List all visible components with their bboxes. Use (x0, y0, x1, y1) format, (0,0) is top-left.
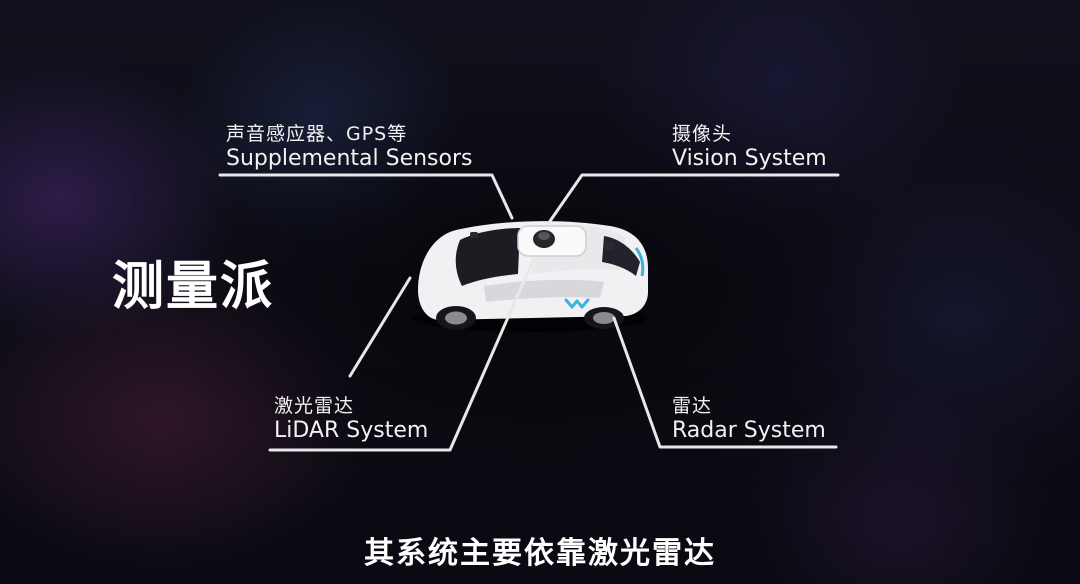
lidar-system-label: 激光雷达 LiDAR System (274, 395, 429, 443)
lidar-secondary-line (348, 276, 412, 378)
vision-system-en: Vision System (672, 145, 827, 171)
radar-leader-line (612, 316, 838, 449)
supplemental-sensors-zh: 声音感应器、GPS等 (226, 123, 408, 145)
vision-leader-line (546, 173, 840, 226)
vision-system-label: 摄像头 Vision System (672, 123, 827, 171)
radar-system-zh: 雷达 (672, 395, 713, 417)
lidar-system-en: LiDAR System (274, 417, 429, 443)
supplemental-sensors-en: Supplemental Sensors (226, 145, 473, 171)
radar-system-label: 雷达 Radar System (672, 395, 826, 443)
vision-system-zh: 摄像头 (672, 123, 733, 145)
supplemental-sensors-label: 声音感应器、GPS等 Supplemental Sensors (226, 123, 473, 171)
supplemental-leader-line (218, 173, 514, 220)
autonomous-car (412, 221, 648, 332)
page-title: 测量派 (112, 257, 275, 317)
lidar-system-zh: 激光雷达 (274, 395, 355, 417)
lidar-leader-line (268, 256, 536, 452)
radar-system-en: Radar System (672, 417, 826, 443)
subtitle-caption: 其系统主要依靠激光雷达 (364, 536, 716, 571)
